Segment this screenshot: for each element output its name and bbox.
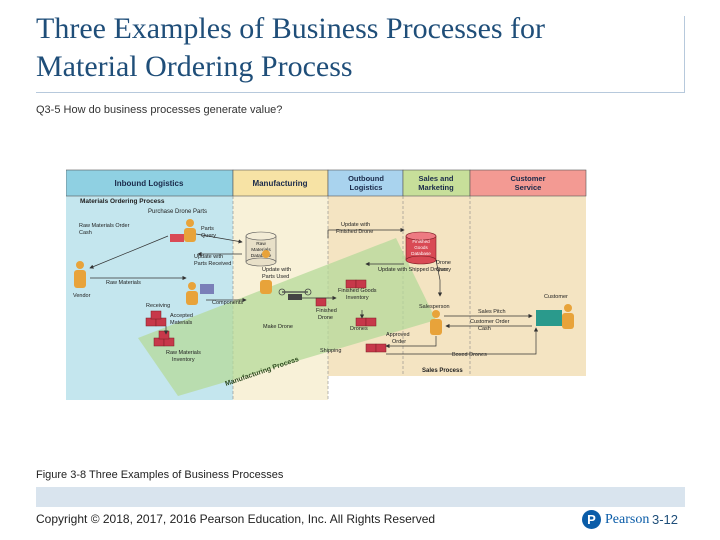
business-process-diagram: Inbound Logistics Manufacturing Outbound… <box>66 169 587 400</box>
raw-materials-label: Raw Materials <box>106 280 141 286</box>
approved-order-1: Approved <box>386 332 410 338</box>
salesperson-icon <box>430 310 442 335</box>
update-parts-received-2: Parts Received <box>194 261 231 267</box>
figure-caption: Figure 3-8 Three Examples of Business Pr… <box>36 469 284 481</box>
customer-order-2: Cash <box>478 326 491 332</box>
rm-db-label-2: Materials <box>251 247 271 253</box>
rm-db-label-3: Database <box>251 253 272 259</box>
sales-process-label: Sales Process <box>422 368 463 374</box>
rmi-label-1: Raw Materials <box>166 350 201 356</box>
accepted-materials-1: Accepted <box>170 313 193 319</box>
lane-header-outbound <box>327 169 404 197</box>
rm-db-label-1: Raw <box>256 241 266 247</box>
manufacturing-worker-icon <box>260 250 272 294</box>
finished-drone-1: Finished <box>316 308 337 314</box>
parts-query-label-1: Parts <box>201 226 214 232</box>
lane-label-outbound-1: Outbound <box>348 174 384 183</box>
receiving-worker-icon <box>186 282 214 305</box>
lane-label-inbound: Inbound Logistics <box>115 179 184 188</box>
lane-label-customer-2: Service <box>515 183 542 192</box>
drones-label: Drones <box>350 326 368 332</box>
finished-goods-database-icon <box>405 231 437 265</box>
update-shipped-label: Update with Shipped Drones <box>378 267 448 273</box>
pearson-logo-mark: P <box>582 510 601 529</box>
lane-header-inbound <box>66 169 234 197</box>
page-number: 3-12 <box>652 512 679 527</box>
vendor-label: Vendor <box>73 293 91 299</box>
lane-header-sales <box>402 169 471 197</box>
purchaser-icon <box>170 219 196 242</box>
raw-materials-order-label-1: Raw Materials Order <box>79 223 130 229</box>
boxed-drones-label: Boxed Drones <box>452 352 487 358</box>
update-parts-used-2: Parts Used <box>262 274 289 280</box>
inbound-arrows <box>89 233 243 281</box>
purchase-parts-label: Purchase Drone Parts <box>148 209 207 215</box>
fg-db-label-2: Goods <box>414 245 428 250</box>
lane-label-customer-1: Customer <box>510 174 545 183</box>
subtitle: Q3-5 How do business processes generate … <box>36 104 283 116</box>
title-line-2: Material Ordering Process <box>36 50 353 83</box>
drone-icon <box>278 288 312 300</box>
make-drone-label: Make Drone <box>263 324 293 330</box>
customer-icon <box>536 304 574 329</box>
drone-query-1: Drone <box>436 260 451 266</box>
manufacturing-process-band <box>138 238 436 396</box>
vendor-icon <box>74 261 86 288</box>
pearson-logo: P Pearson <box>582 510 649 529</box>
lane-label-sales-1: Sales and <box>418 174 453 183</box>
pearson-logo-text: Pearson <box>605 511 650 527</box>
footer-band <box>36 487 685 507</box>
update-parts-used-1: Update with <box>262 267 291 273</box>
drone-query-2: Query <box>436 267 451 273</box>
update-finished-1: Update with <box>341 222 370 228</box>
update-parts-received-1: Update with <box>194 254 223 260</box>
lane-label-manufacturing: Manufacturing <box>252 179 307 188</box>
lane-label-sales-2: Marketing <box>418 183 454 192</box>
fgi-label-2: Inventory <box>346 295 369 301</box>
copyright-text: Copyright © 2018, 2017, 2016 Pearson Edu… <box>36 512 436 526</box>
sales-arrows <box>385 313 539 355</box>
raw-materials-order-label-2: Cash <box>79 230 92 236</box>
approved-order-2: Order <box>392 339 406 345</box>
customer-order-1: Customer Order <box>470 319 510 325</box>
finished-drone-2: Drone <box>318 315 333 321</box>
database-arrows <box>327 227 443 297</box>
shipping-label: Shipping <box>320 348 341 354</box>
rmi-label-2: Inventory <box>172 357 195 363</box>
title-border-vertical <box>684 16 685 92</box>
title-border-horizontal <box>36 92 685 93</box>
fgi-label-1: Finished Goods <box>338 288 377 294</box>
customer-label: Customer <box>544 294 568 300</box>
lane-header-manufacturing <box>232 169 329 197</box>
title-line-1: Three Examples of Business Processes for <box>36 12 546 45</box>
salesperson-label: Salesperson <box>419 304 450 310</box>
lane-label-outbound-2: Logistics <box>350 183 383 192</box>
accepted-materials-2: Materials <box>170 320 193 326</box>
manufacturing-arrows <box>163 295 365 335</box>
fg-db-label-1: Finished <box>412 239 430 244</box>
components-label: Components <box>212 300 243 306</box>
lane-header-customer <box>469 169 587 197</box>
receiving-label: Receiving <box>146 303 170 309</box>
update-finished-2: Finished Drone <box>336 229 373 235</box>
raw-materials-database-icon <box>245 231 277 267</box>
sales-pitch-label: Sales Pitch <box>478 309 506 315</box>
slide-title: Three Examples of Business Processes for… <box>36 10 676 86</box>
fg-db-label-3: Database <box>411 251 431 256</box>
materials-ordering-title: Materials Ordering Process <box>80 198 165 205</box>
